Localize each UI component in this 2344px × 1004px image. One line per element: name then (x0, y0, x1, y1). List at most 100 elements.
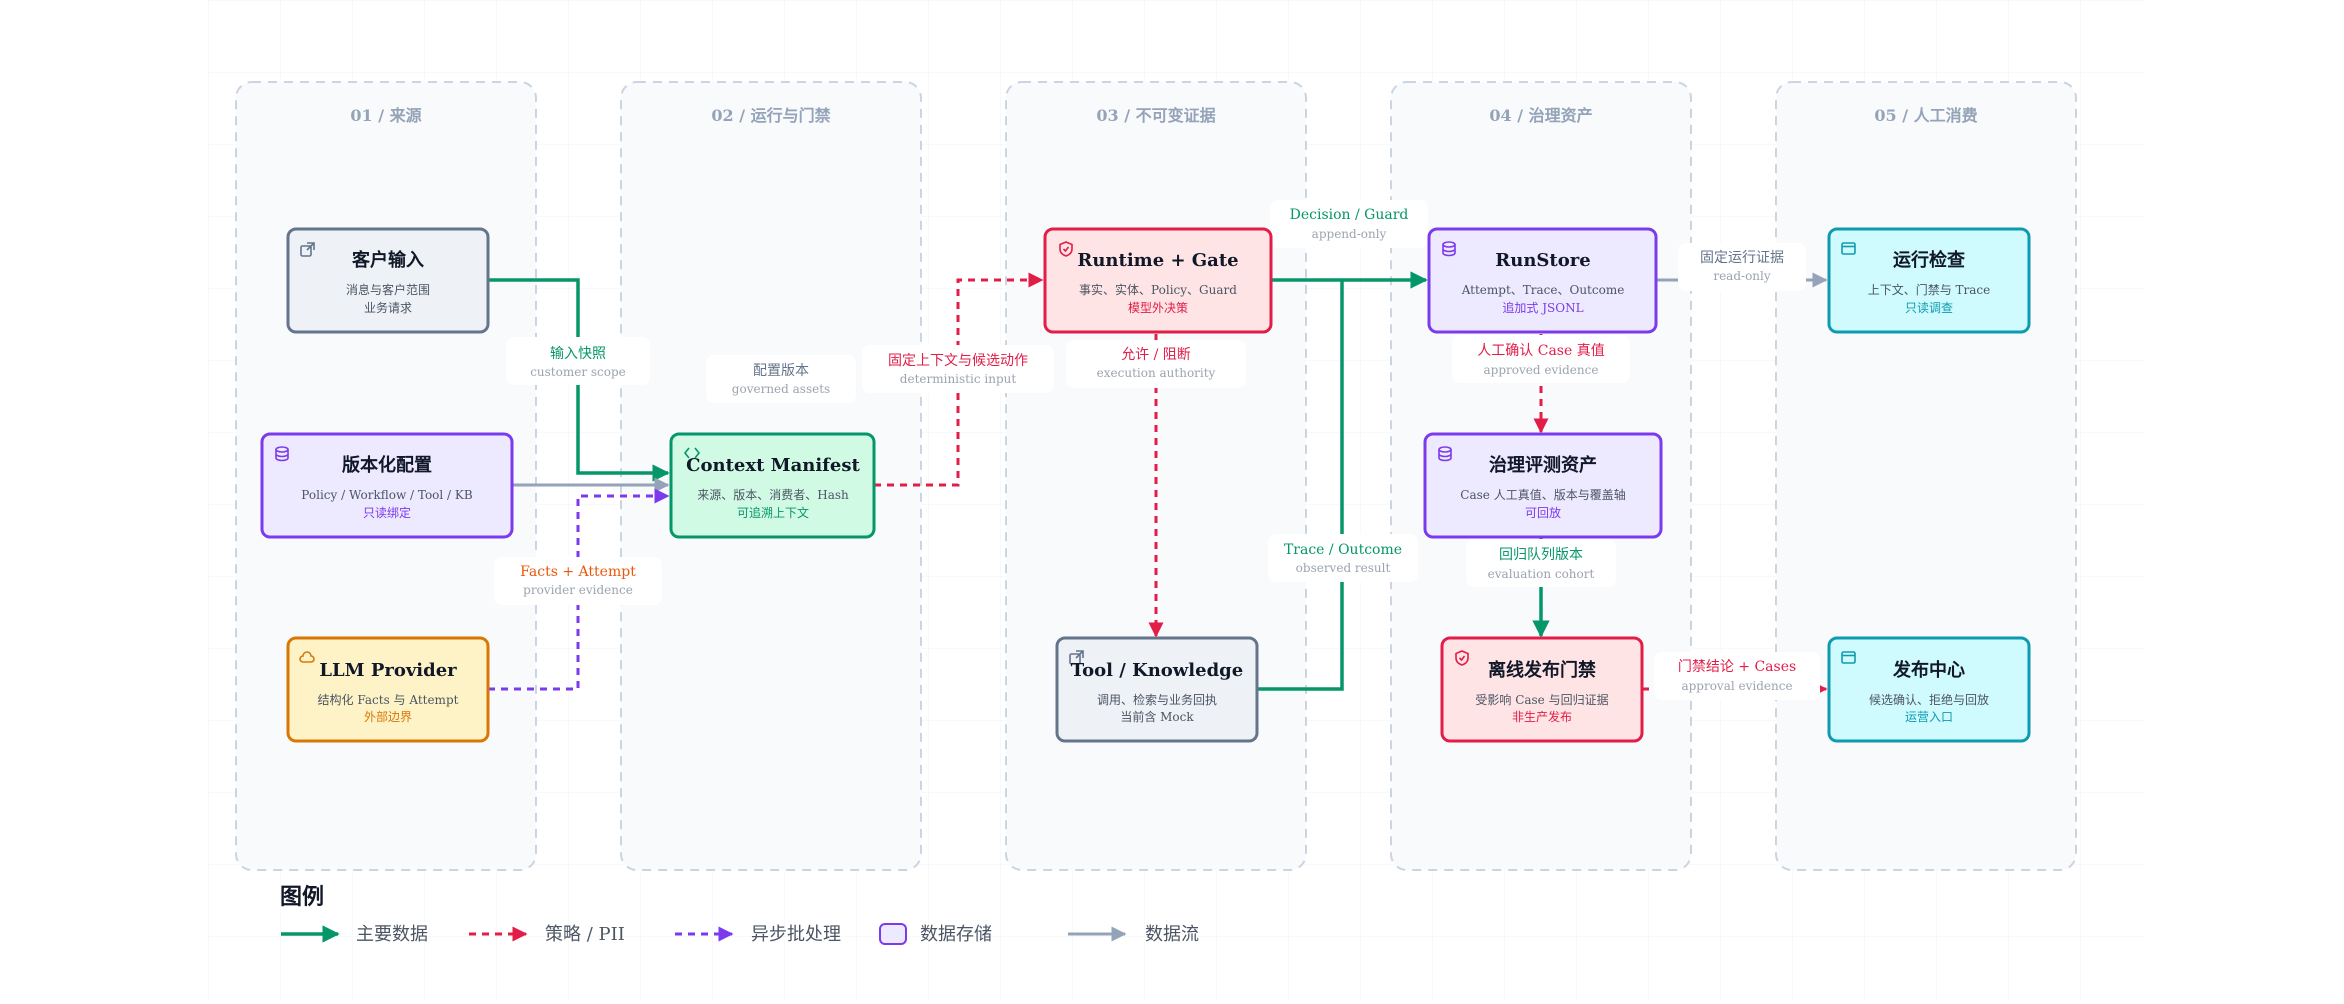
node-governance-assets[interactable]: 治理评测资产 Case 人工真值、版本与覆盖轴 可回放 (1423, 432, 1663, 539)
node-llm-provider[interactable]: LLM Provider 结构化 Facts 与 Attempt 外部边界 (286, 636, 490, 743)
zone-title: 03 / 不可变证据 (1096, 106, 1215, 125)
node-offline-release-gate[interactable]: 离线发布门禁 受影响 Case 与回归证据 非生产发布 (1440, 636, 1644, 743)
svg-text:门禁结论 + Cases: 门禁结论 + Cases (1678, 659, 1796, 675)
svg-text:主要数据: 主要数据 (356, 924, 428, 945)
code-icon (683, 447, 701, 459)
svg-text:输入快照: 输入快照 (550, 346, 606, 362)
svg-text:approval evidence: approval evidence (1681, 679, 1792, 693)
svg-text:消息与客户范围: 消息与客户范围 (346, 282, 430, 297)
svg-text:数据存储: 数据存储 (920, 924, 992, 945)
svg-text:Policy / Workflow / Tool / KB: Policy / Workflow / Tool / KB (301, 488, 473, 502)
svg-text:governed assets: governed assets (732, 382, 830, 396)
database-icon (275, 446, 289, 462)
svg-text:只读绑定: 只读绑定 (363, 505, 411, 520)
shield-icon (1455, 650, 1469, 666)
svg-text:execution authority: execution authority (1097, 366, 1216, 380)
svg-text:发布中心: 发布中心 (1892, 659, 1965, 681)
svg-text:配置版本: 配置版本 (753, 363, 809, 379)
svg-text:evaluation cohort: evaluation cohort (1488, 567, 1595, 581)
svg-text:Context Manifest: Context Manifest (686, 455, 860, 476)
edge-label-input-snapshot: 输入快照 customer scope (506, 337, 650, 385)
svg-text:Facts + Attempt: Facts + Attempt (520, 564, 636, 580)
legend-item-async-batch: 异步批处理 (675, 924, 841, 945)
svg-text:Trace / Outcome: Trace / Outcome (1284, 542, 1402, 558)
edge-label-decision-guard: Decision / Guard append-only (1270, 200, 1428, 248)
node-runtime-gate[interactable]: Runtime + Gate 事实、实体、Policy、Guard 模型外决策 (1043, 227, 1273, 334)
svg-text:运营入口: 运营入口 (1905, 710, 1953, 724)
svg-text:上下文、门禁与 Trace: 上下文、门禁与 Trace (1868, 282, 1991, 297)
svg-text:Tool / Knowledge: Tool / Knowledge (1071, 660, 1243, 681)
svg-text:回归队列版本: 回归队列版本 (1499, 546, 1583, 563)
svg-text:来源、版本、消费者、Hash: 来源、版本、消费者、Hash (697, 488, 849, 502)
node-run-inspection[interactable]: 运行检查 上下文、门禁与 Trace 只读调查 (1827, 227, 2031, 334)
external-link-icon (1069, 650, 1084, 665)
zone-immutable-evidence: 03 / 不可变证据 (1005, 81, 1307, 871)
zone-human-consumption: 05 / 人工消费 (1775, 81, 2077, 871)
svg-text:异步批处理: 异步批处理 (751, 924, 841, 945)
svg-text:provider evidence: provider evidence (523, 583, 633, 597)
window-icon (1841, 651, 1856, 664)
svg-text:只读调查: 只读调查 (1905, 301, 1953, 315)
svg-text:外部边界: 外部边界 (364, 709, 412, 724)
edge-label-regression-cohort: 回归队列版本 evaluation cohort (1466, 539, 1616, 587)
legend-item-data-store: 数据存储 (879, 923, 992, 945)
svg-text:observed result: observed result (1296, 561, 1391, 575)
zone-title: 05 / 人工消费 (1874, 106, 1977, 125)
svg-text:模型外决策: 模型外决策 (1128, 301, 1188, 315)
svg-text:approved evidence: approved evidence (1484, 363, 1599, 377)
legend-item-data-flow: 数据流 (1068, 924, 1199, 945)
edge-label-facts-attempt: Facts + Attempt provider evidence (494, 557, 662, 605)
svg-text:deterministic input: deterministic input (900, 372, 1017, 386)
svg-text:read-only: read-only (1713, 269, 1771, 283)
svg-text:固定上下文与候选动作: 固定上下文与候选动作 (888, 353, 1028, 369)
svg-text:Attempt、Trace、Outcome: Attempt、Trace、Outcome (1461, 283, 1625, 297)
svg-text:Decision / Guard: Decision / Guard (1290, 207, 1409, 223)
node-context-manifest[interactable]: Context Manifest 来源、版本、消费者、Hash 可追溯上下文 (669, 432, 876, 539)
svg-text:客户输入: 客户输入 (352, 249, 424, 271)
edge-label-trace-outcome: Trace / Outcome observed result (1268, 534, 1418, 582)
svg-text:固定运行证据: 固定运行证据 (1700, 250, 1784, 266)
svg-text:治理评测资产: 治理评测资产 (1489, 454, 1597, 476)
svg-text:离线发布门禁: 离线发布门禁 (1488, 659, 1596, 681)
svg-text:customer scope: customer scope (530, 365, 626, 379)
svg-text:Runtime + Gate: Runtime + Gate (1077, 250, 1238, 271)
svg-text:受影响 Case 与回归证据: 受影响 Case 与回归证据 (1475, 692, 1608, 707)
node-runstore[interactable]: RunStore Attempt、Trace、Outcome 追加式 JSONL (1427, 227, 1658, 334)
svg-text:结构化 Facts 与 Attempt: 结构化 Facts 与 Attempt (318, 692, 459, 707)
node-release-center[interactable]: 发布中心 候选确认、拒绝与回放 运营入口 (1827, 636, 2031, 743)
edge-label-config-version: 配置版本 governed assets (706, 355, 856, 403)
svg-text:可回放: 可回放 (1525, 505, 1561, 520)
window-icon (1841, 242, 1856, 255)
legend-item-policy-pii: 策略 / PII (469, 924, 625, 945)
svg-text:RunStore: RunStore (1495, 250, 1590, 271)
svg-text:策略 / PII: 策略 / PII (545, 924, 625, 945)
edge-label-gate-conclusion: 门禁结论 + Cases approval evidence (1654, 652, 1820, 700)
external-link-icon (300, 242, 315, 257)
node-tool-knowledge[interactable]: Tool / Knowledge 调用、检索与业务回执 当前含 Mock (1055, 636, 1259, 743)
svg-text:追加式 JSONL: 追加式 JSONL (1502, 300, 1583, 315)
legend: 图例 主要数据 策略 / PII 异步批处理 数据存储 数据流 (280, 884, 1199, 945)
svg-text:数据流: 数据流 (1145, 924, 1199, 945)
svg-text:LLM Provider: LLM Provider (319, 660, 457, 681)
svg-text:非生产发布: 非生产发布 (1512, 709, 1572, 724)
edge-label-fixed-run-evidence: 固定运行证据 read-only (1678, 243, 1806, 291)
svg-text:当前含 Mock: 当前含 Mock (1120, 709, 1194, 724)
edge-tool-to-runstore (1257, 280, 1344, 691)
svg-text:运行检查: 运行检查 (1893, 249, 1965, 271)
svg-text:人工确认 Case 真值: 人工确认 Case 真值 (1477, 343, 1604, 359)
database-icon (1442, 241, 1456, 257)
zone-title: 01 / 来源 (350, 106, 421, 125)
svg-text:append-only: append-only (1312, 227, 1387, 241)
node-customer-input[interactable]: 客户输入 消息与客户范围 业务请求 (286, 227, 490, 334)
svg-text:事实、实体、Policy、Guard: 事实、实体、Policy、Guard (1079, 282, 1237, 297)
svg-text:可追溯上下文: 可追溯上下文 (737, 505, 809, 520)
svg-text:允许 / 阻断: 允许 / 阻断 (1121, 347, 1191, 363)
shield-icon (1059, 241, 1073, 257)
edge-label-fixed-context: 固定上下文与候选动作 deterministic input (862, 345, 1054, 393)
zone-title: 04 / 治理资产 (1489, 106, 1592, 125)
node-versioned-config[interactable]: 版本化配置 Policy / Workflow / Tool / KB 只读绑定 (260, 432, 514, 539)
svg-text:版本化配置: 版本化配置 (342, 454, 432, 476)
edge-label-human-confirm: 人工确认 Case 真值 approved evidence (1452, 335, 1630, 383)
svg-text:候选确认、拒绝与回放: 候选确认、拒绝与回放 (1869, 692, 1989, 707)
